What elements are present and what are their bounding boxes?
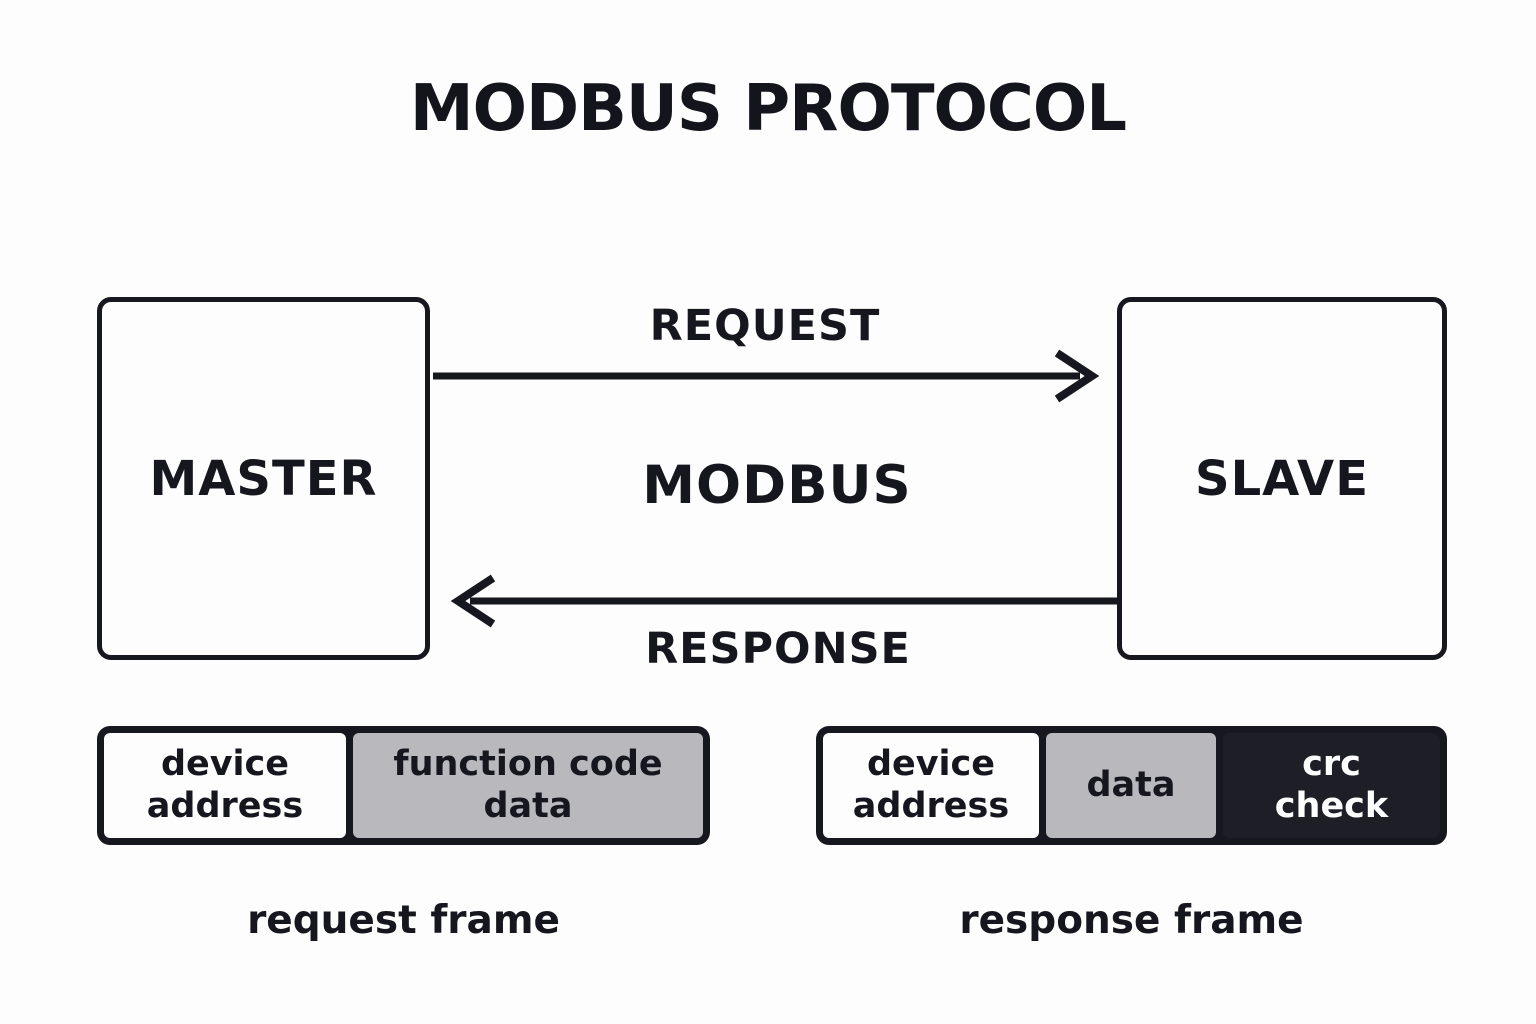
response-arrow	[450, 574, 1117, 628]
response-label: RESPONSE	[645, 624, 911, 674]
response-frame-cell-data: data	[1046, 733, 1216, 838]
response-frame-cell-device-address: device address	[823, 733, 1039, 838]
master-node: MASTER	[97, 297, 430, 660]
modbus-label: MODBUS	[642, 455, 912, 516]
master-node-label: MASTER	[149, 450, 378, 507]
slave-node-label: SLAVE	[1195, 450, 1369, 507]
request-frame: device address function code data	[97, 726, 710, 845]
request-frame-cell-label: device address	[146, 744, 304, 826]
response-frame-cell-label: device address	[852, 744, 1010, 826]
request-frame-cell-label: function code data	[393, 744, 663, 826]
response-frame-cell-crc-check: crc check	[1223, 733, 1440, 838]
response-frame-cell-label: data	[1086, 764, 1176, 805]
response-frame-cell-label: crc check	[1274, 744, 1389, 826]
request-label: REQUEST	[649, 301, 881, 351]
request-frame-cell-function-code-data: function code data	[353, 733, 703, 838]
response-frame-caption: response frame	[959, 898, 1304, 943]
request-frame-caption: request frame	[247, 898, 560, 943]
diagram-title: MODBUS PROTOCOL	[409, 72, 1127, 146]
response-frame: device address data crc check	[816, 726, 1447, 845]
request-arrow	[433, 349, 1100, 403]
request-frame-cell-device-address: device address	[104, 733, 346, 838]
slave-node: SLAVE	[1117, 297, 1447, 660]
